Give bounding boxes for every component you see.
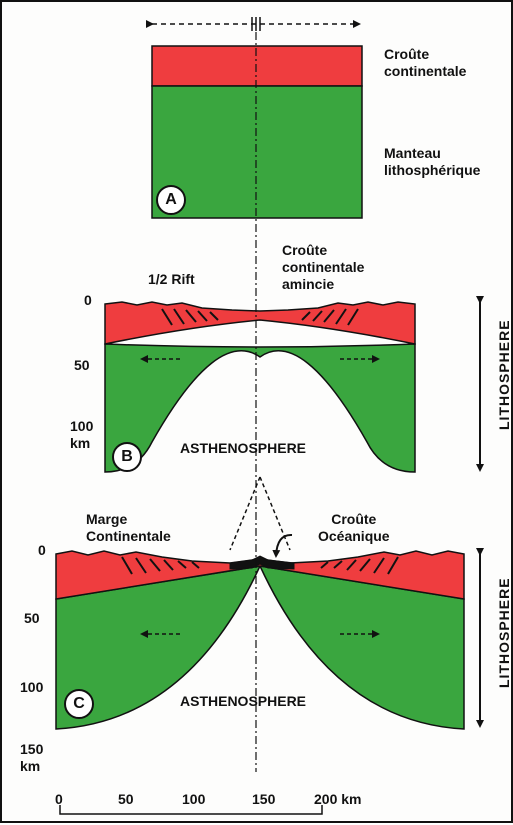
oceanic-crust-pointer (272, 533, 293, 558)
panel-badge-b: B (112, 442, 142, 472)
panel-b-mantle (104, 343, 416, 473)
depth-tick-b-50: 50 (74, 357, 90, 373)
oceanic-crust-label: Croûte Océanique (318, 511, 390, 544)
panel-b-crust (104, 301, 416, 345)
depth-tick-c-0: 0 (38, 542, 46, 558)
margin-label: Marge Continentale (86, 511, 171, 544)
depth-tick-b-100: 100 km (70, 418, 94, 451)
depth-tick-c-100: 100 (20, 679, 44, 695)
oceanic-crust (229, 555, 295, 570)
panel-a-mantle (151, 85, 363, 219)
panel-a-crust (151, 45, 363, 87)
depth-tick-b-0: 0 (84, 292, 92, 308)
half-rift-label: 1/2 Rift (148, 271, 195, 287)
scale-tick-0: 0 (55, 791, 63, 807)
scale-tick-150: 150 (252, 791, 276, 807)
asthenosphere-label-c: ASTHENOSPHERE (180, 693, 307, 709)
scale-bar (59, 805, 323, 815)
scale-tick-50: 50 (118, 791, 134, 807)
panel-b-faults (161, 308, 359, 326)
lithosphere-label-b: LITHOSPHERE (496, 319, 512, 430)
ridge-guide-line (259, 476, 291, 551)
mantle-label-a: Manteau lithosphérique (384, 145, 481, 178)
ridge-guide-line (229, 476, 261, 551)
panel-badge-c: C (64, 689, 94, 719)
asthenosphere-label-b: ASTHENOSPHERE (180, 440, 307, 456)
panel-badge-a: A (156, 185, 186, 215)
depth-tick-c-50: 50 (24, 610, 40, 626)
crust-label-a: Croûte continentale (384, 46, 467, 79)
scale-tick-100: 100 (182, 791, 206, 807)
depth-tick-c-150: 150 km (20, 741, 44, 774)
thinned-crust-label: Croûte continentale amincie (282, 242, 365, 292)
scale-tick-200: 200 km (314, 791, 362, 807)
panel-c-faults (121, 556, 399, 575)
lithosphere-label-c: LITHOSPHERE (496, 577, 512, 688)
